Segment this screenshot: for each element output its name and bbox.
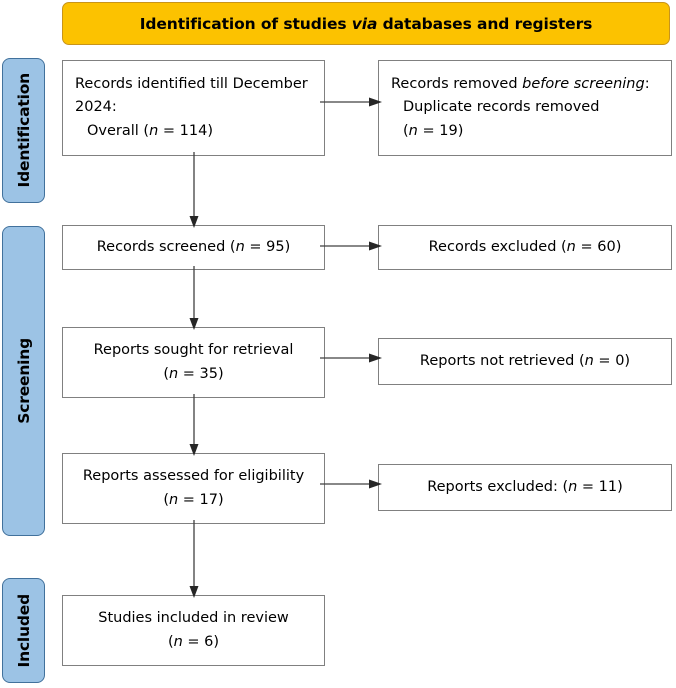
header-title-part2: databases and registers <box>377 14 593 33</box>
box-reports-excluded: Reports excluded: (n = 11) <box>378 464 672 511</box>
arrow-identified-to-removed <box>320 97 382 107</box>
reports-assessed-count: = 17) <box>178 491 224 508</box>
records-identified-count: = 114) <box>158 122 213 139</box>
reports-excluded-count: = 11) <box>577 478 623 495</box>
reports-not-retrieved-prefix: Reports not retrieved ( <box>419 352 585 369</box>
header-banner-title: Identification of studies via databases … <box>140 15 593 33</box>
box-records-excluded: Records excluded (n = 60) <box>378 225 672 270</box>
records-removed-colon: : <box>644 75 650 92</box>
stage-label-screening-text: Screening <box>14 338 33 424</box>
records-excluded-text: Records excluded (n = 60) <box>387 236 663 259</box>
box-records-removed: Records removed before screening: Duplic… <box>378 60 672 156</box>
stage-label-screening: Screening <box>2 226 45 536</box>
reports-assessed-count-prefix: ( <box>163 491 169 508</box>
records-identified-n-symbol: n <box>149 122 159 139</box>
reports-sought-count: = 35) <box>178 365 224 382</box>
records-removed-count: = 19) <box>417 122 464 139</box>
arrow-screened-to-sought <box>189 266 199 330</box>
reports-not-retrieved-text: Reports not retrieved (n = 0) <box>387 350 663 373</box>
box-reports-not-retrieved: Reports not retrieved (n = 0) <box>378 338 672 385</box>
records-screened-text: Records screened (n = 95) <box>71 236 316 259</box>
records-excluded-count: = 60) <box>575 238 622 255</box>
records-excluded-prefix: Records excluded ( <box>428 238 567 255</box>
box-reports-assessed: Reports assessed for eligibility (n = 17… <box>62 453 325 524</box>
stage-label-included-text: Included <box>14 593 33 668</box>
records-removed-n-symbol: n <box>408 122 418 139</box>
reports-sought-line1: Reports sought for retrieval <box>93 342 294 359</box>
records-screened-n-symbol: n <box>235 238 245 255</box>
stage-label-included: Included <box>2 578 45 683</box>
arrow-identified-to-screened <box>189 152 199 228</box>
records-screened-count: = 95) <box>244 238 291 255</box>
stage-label-identification: Identification <box>2 58 45 203</box>
arrow-screened-to-excluded <box>320 241 382 251</box>
box-records-screened: Records screened (n = 95) <box>62 225 325 270</box>
records-removed-prefix: Records removed <box>391 75 523 92</box>
arrow-sought-to-assessed <box>189 394 199 456</box>
records-removed-before-screening: before screening <box>522 75 645 92</box>
arrow-sought-to-not-retrieved <box>320 353 382 363</box>
reports-sought-count-prefix: ( <box>163 365 169 382</box>
studies-included-line1: Studies included in review <box>98 610 289 627</box>
reports-excluded-n-symbol: n <box>568 478 578 495</box>
records-removed-line3: (n = 19) <box>391 120 661 143</box>
box-studies-included: Studies included in review (n = 6) <box>62 595 325 666</box>
box-reports-sought: Reports sought for retrieval (n = 35) <box>62 327 325 398</box>
reports-excluded-prefix: Reports excluded: ( <box>427 478 569 495</box>
records-screened-prefix: Records screened ( <box>96 238 236 255</box>
header-title-via: via <box>351 14 378 33</box>
studies-included-count-prefix: ( <box>167 633 174 650</box>
records-removed-line2: Duplicate records removed <box>403 99 600 116</box>
reports-assessed-line1: Reports assessed for eligibility <box>82 468 305 485</box>
records-removed-count-prefix: ( <box>403 122 409 139</box>
studies-included-count: = 6) <box>182 633 220 650</box>
records-removed-line1: Records removed before screening: <box>391 73 661 96</box>
records-identified-line1: Records identified till December <box>75 75 308 92</box>
reports-assessed-line2: (n = 17) <box>71 489 316 512</box>
arrow-assessed-to-excluded <box>320 479 382 489</box>
records-identified-line2: 2024: <box>75 99 117 116</box>
reports-excluded-text: Reports excluded: (n = 11) <box>387 476 663 499</box>
studies-included-line2: (n = 6) <box>71 631 316 654</box>
records-identified-line3: Overall (n = 114) <box>75 120 314 143</box>
header-title-part1: Identification of studies <box>139 14 352 33</box>
arrow-assessed-to-included <box>189 520 199 598</box>
header-banner: Identification of studies via databases … <box>62 2 670 45</box>
records-excluded-n-symbol: n <box>566 238 576 255</box>
reports-sought-line2: (n = 35) <box>71 363 316 386</box>
records-identified-overall-prefix: Overall ( <box>87 122 150 139</box>
reports-assessed-n-symbol: n <box>168 491 179 508</box>
reports-not-retrieved-n-symbol: n <box>584 352 594 369</box>
box-records-identified: Records identified till December 2024: O… <box>62 60 325 156</box>
reports-not-retrieved-count: = 0) <box>593 352 631 369</box>
studies-included-n-symbol: n <box>173 633 183 650</box>
stage-label-identification-text: Identification <box>14 73 33 188</box>
reports-sought-n-symbol: n <box>168 365 179 382</box>
